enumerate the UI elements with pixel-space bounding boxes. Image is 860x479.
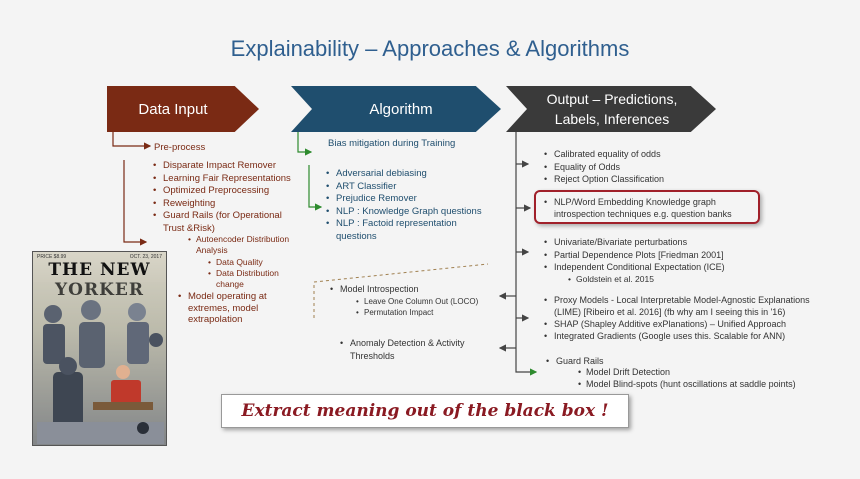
list-item: Univariate/Bivariate perturbations xyxy=(544,236,804,249)
list-item: Model operating at extremes, model extra… xyxy=(178,291,298,326)
autoencoder-list: Autoencoder Distribution Analysis xyxy=(188,234,313,256)
list-item: Data Quality xyxy=(208,257,308,268)
input-list: Disparate Impact Remover Learning Fair R… xyxy=(153,160,303,235)
list-item: Guard Rails (for Operational Trust &Risk… xyxy=(153,210,303,235)
bias-mitigation-label: Bias mitigation during Training xyxy=(328,138,456,149)
input-vertical-line xyxy=(123,160,148,246)
list-item: Permutation Impact xyxy=(356,307,506,318)
algorithm-vertical-line xyxy=(308,165,323,211)
goldstein-list: Goldstein et al. 2015 xyxy=(568,273,718,286)
list-item: NLP : Knowledge Graph questions xyxy=(326,206,496,219)
stage-output-label: Output – Predictions, Labels, Inferences xyxy=(546,91,678,127)
preprocess-label: Pre-process xyxy=(154,142,206,153)
list-item: Disparate Impact Remover xyxy=(153,160,303,173)
mi-sub-list: Leave One Column Out (LOCO) Permutation … xyxy=(356,296,506,318)
guard-rails-sub-list: Model Drift Detection Model Blind-spots … xyxy=(578,367,838,390)
list-item: NLP/Word Embedding Knowledge graph intro… xyxy=(544,196,754,220)
list-item: Autoencoder Distribution Analysis xyxy=(188,234,313,256)
output-group-2: Univariate/Bivariate perturbations Parti… xyxy=(544,236,804,274)
cover-date: OCT. 23, 2017 xyxy=(129,254,162,260)
list-item: ART Classifier xyxy=(326,181,496,194)
algorithm-list: Adversarial debiasing ART Classifier Pre… xyxy=(326,168,496,243)
stage-algorithm: Algorithm xyxy=(291,86,501,132)
list-item: Partial Dependence Plots [Friedman 2001] xyxy=(544,249,804,262)
data-quality-list: Data Quality Data Distribution change xyxy=(208,257,308,290)
dashed-link xyxy=(313,263,489,318)
magazine-cover: PRICE $8.99 OCT. 23, 2017 THE NEW YORKER xyxy=(32,251,167,446)
anomaly-list: Anomaly Detection & Activity Thresholds xyxy=(340,337,490,362)
list-item: Goldstein et al. 2015 xyxy=(568,273,718,286)
output-vertical-line xyxy=(515,132,538,376)
guard-rails-list: Guard Rails xyxy=(546,355,666,368)
list-item: NLP : Factoid representation questions xyxy=(326,218,496,243)
title-text: Explainability – Approaches & Algorithms xyxy=(230,36,630,61)
output-highlight-list: NLP/Word Embedding Knowledge graph intro… xyxy=(544,196,754,220)
list-item: SHAP (Shapley Additive exPlanations) – U… xyxy=(544,318,824,330)
input-connector xyxy=(112,132,152,150)
list-item: Optimized Preprocessing xyxy=(153,185,303,198)
list-item: Integrated Gradients (Google uses this. … xyxy=(544,330,824,342)
list-item: Model Introspection xyxy=(330,283,500,296)
robot-illustration-icon xyxy=(33,282,166,445)
highlight-box xyxy=(534,190,760,224)
callout-box: Extract meaning out of the black box ! xyxy=(221,394,629,428)
list-item: Proxy Models - Local Interpretable Model… xyxy=(544,294,824,318)
list-item: Learning Fair Representations xyxy=(153,173,303,186)
list-item: Reweighting xyxy=(153,198,303,211)
callout-text: Extract meaning out of the black box ! xyxy=(241,401,609,421)
output-group-1: Calibrated equality of odds Equality of … xyxy=(544,148,794,186)
list-item: Leave One Column Out (LOCO) xyxy=(356,296,506,307)
list-item: Reject Option Classification xyxy=(544,173,794,186)
list-item: Guard Rails xyxy=(546,355,666,368)
list-item: Equality of Odds xyxy=(544,161,794,174)
list-item: Calibrated equality of odds xyxy=(544,148,794,161)
list-item: Data Distribution change xyxy=(208,268,308,290)
model-operating-list: Model operating at extremes, model extra… xyxy=(178,291,298,326)
stage-data-input-label: Data Input xyxy=(138,100,208,118)
list-item: Model Drift Detection xyxy=(578,367,838,379)
model-introspection-list: Model Introspection xyxy=(330,283,500,296)
output-group-3: Proxy Models - Local Interpretable Model… xyxy=(544,294,824,342)
stage-output: Output – Predictions, Labels, Inferences xyxy=(506,86,716,132)
page-title: Explainability – Approaches & Algorithms xyxy=(0,36,860,62)
stage-algorithm-label: Algorithm xyxy=(369,100,433,118)
list-item: Adversarial debiasing xyxy=(326,168,496,181)
list-item: Independent Conditional Expectation (ICE… xyxy=(544,261,804,274)
algorithm-connector xyxy=(297,132,313,156)
cover-price: PRICE $8.99 xyxy=(37,254,67,260)
stage-data-input: Data Input xyxy=(107,86,259,132)
cover-masthead: THE NEW YORKER xyxy=(48,260,151,300)
list-item: Anomaly Detection & Activity Thresholds xyxy=(340,337,490,362)
list-item: Prejudice Remover xyxy=(326,193,496,206)
list-item: Model Blind-spots (hunt oscillations at … xyxy=(578,379,838,391)
